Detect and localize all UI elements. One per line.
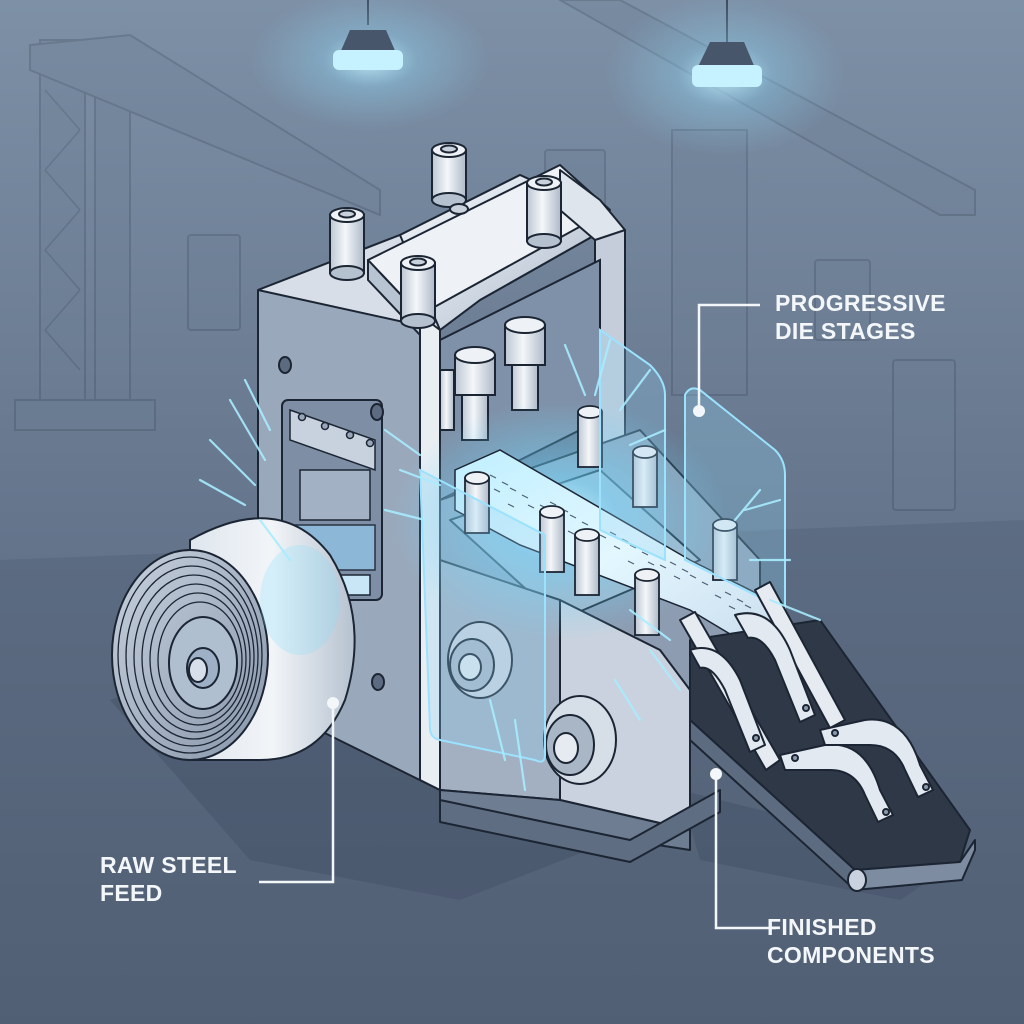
callout-line: RAW STEEL xyxy=(100,852,237,878)
punch-ram-icon xyxy=(439,369,455,431)
station-post-icon xyxy=(632,445,658,508)
lattice-column-icon xyxy=(671,129,748,396)
pendant-light-right-icon xyxy=(605,0,845,155)
callout-raw-steel-feed: RAW STEEL FEED xyxy=(100,851,237,907)
wall-panel-icon xyxy=(814,259,871,341)
callout-progressive-die-stages: PROGRESSIVE DIE STAGES xyxy=(775,289,946,345)
bracket-icon xyxy=(779,743,894,823)
anchor-dot-finished xyxy=(710,768,722,780)
guide-pillars xyxy=(329,142,562,329)
bracket-icon xyxy=(734,612,816,723)
callout-line: COMPONENTS xyxy=(767,942,935,968)
gantry-crane-icon xyxy=(14,33,381,431)
stamped-brackets xyxy=(689,612,934,823)
side-guard-panel xyxy=(684,387,786,612)
guide-pillar-icon xyxy=(400,255,436,329)
station-post-icon xyxy=(712,518,738,581)
station-post-icon xyxy=(634,568,660,636)
station-post-icon xyxy=(577,405,603,468)
guide-pillar-icon xyxy=(431,142,469,215)
anchor-dot-raw-steel xyxy=(327,697,339,709)
leader-line-die-stages xyxy=(697,303,760,411)
pendant-light-left-icon xyxy=(250,0,490,130)
punch-ram-icon xyxy=(454,346,496,441)
leader-line-finished xyxy=(714,774,776,930)
electrical-cabinet-icon xyxy=(892,359,956,511)
callout-line: FEED xyxy=(100,880,163,906)
punch-ram-icon xyxy=(504,316,546,411)
spark-effects xyxy=(198,338,822,792)
anchor-dot-die-stages xyxy=(693,405,705,417)
leader-line-raw-steel xyxy=(259,703,335,884)
wall-control-panel-icon xyxy=(187,234,241,331)
guide-pillar-icon xyxy=(329,207,365,281)
dial-icon xyxy=(447,621,513,699)
bracket-icon xyxy=(689,647,766,753)
callout-line: PROGRESSIVE xyxy=(775,290,946,316)
callout-line: FINISHED xyxy=(767,914,877,940)
die-stations xyxy=(390,400,792,652)
callout-finished-components: FINISHED COMPONENTS xyxy=(767,913,935,969)
adjustment-dials xyxy=(447,621,617,785)
station-post-icon xyxy=(574,528,600,596)
coil-windings xyxy=(117,556,263,754)
guide-pillar-icon xyxy=(526,175,562,249)
station-posts xyxy=(464,405,738,636)
front-guard-panel xyxy=(418,468,546,763)
callout-line: DIE STAGES xyxy=(775,318,916,344)
bracket-icon xyxy=(819,718,934,798)
leader-lines xyxy=(259,303,776,930)
leader-anchors xyxy=(327,405,722,780)
station-post-icon xyxy=(464,471,490,534)
steel-coil xyxy=(111,517,356,761)
dial-icon xyxy=(543,695,617,785)
coil-glint xyxy=(260,545,340,655)
